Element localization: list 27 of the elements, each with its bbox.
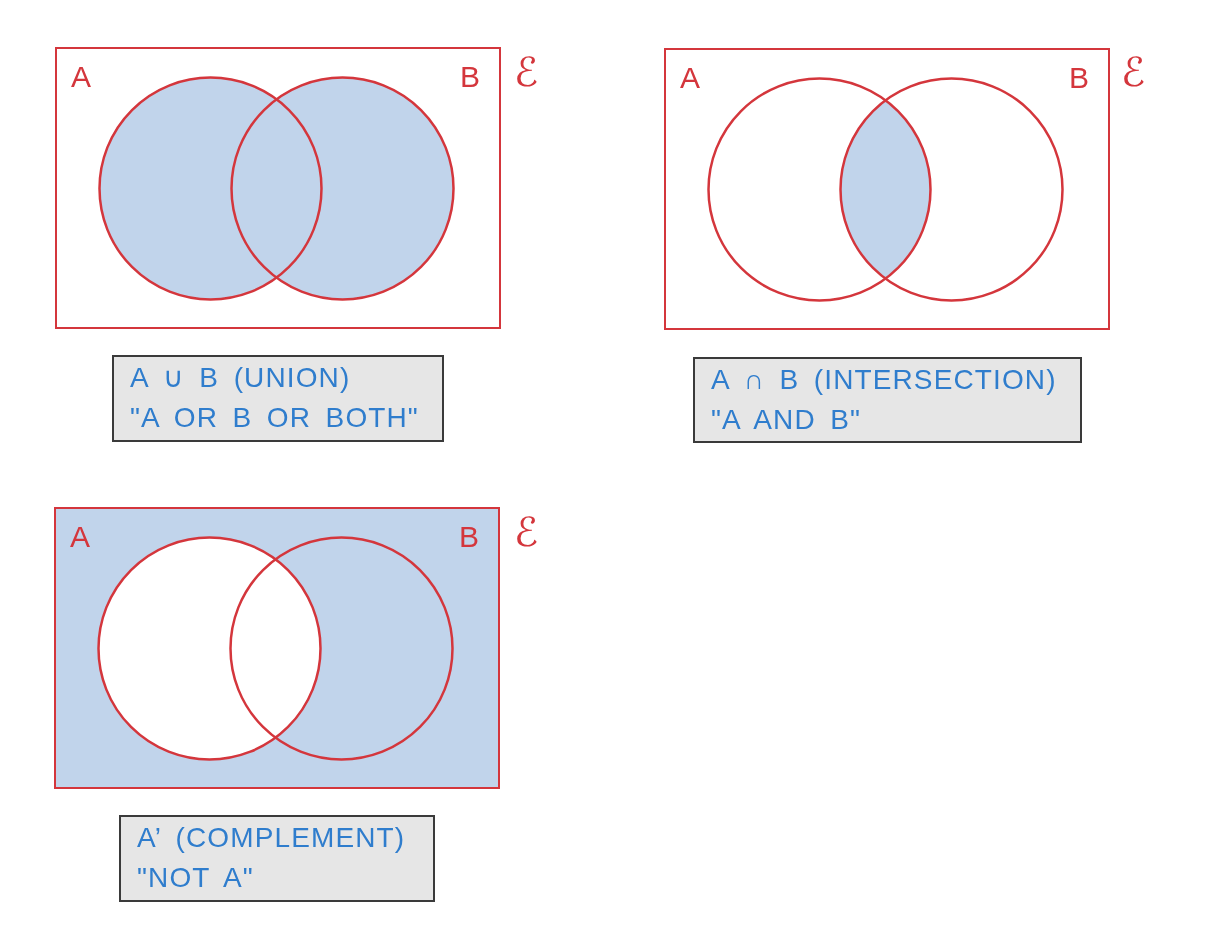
- set-label: B: [460, 62, 480, 92]
- notation-card: [693, 357, 1082, 443]
- set-notation-text: A ∩ B (INTERSECTION): [711, 363, 1057, 397]
- set-notation-text: A’ (COMPLEMENT): [137, 821, 406, 855]
- meaning-text: "A AND B": [711, 403, 862, 437]
- universal-set-symbol: ℰ: [514, 512, 539, 552]
- set-circle: [706, 76, 932, 302]
- meaning-text: "A OR B OR BOTH": [130, 401, 419, 435]
- set-circle: [228, 535, 454, 761]
- set-label: A: [70, 522, 90, 552]
- universal-set-rectangle: [54, 507, 500, 789]
- notation-card: [112, 355, 444, 442]
- set-label: B: [1069, 63, 1089, 93]
- universal-set-symbol: ℰ: [514, 52, 539, 92]
- set-label: A: [71, 62, 91, 92]
- meaning-text: "NOT A": [137, 861, 254, 895]
- set-circle: [97, 75, 323, 301]
- set-circle: [838, 76, 1064, 302]
- universal-set-symbol: ℰ: [1121, 52, 1146, 92]
- set-circle: [96, 535, 322, 761]
- universal-set-rectangle: [664, 48, 1110, 330]
- set-label: A: [680, 63, 700, 93]
- set-circle: [229, 75, 455, 301]
- set-notation-text: A ∪ B (UNION): [130, 361, 351, 395]
- set-label: B: [459, 522, 479, 552]
- notation-card: [119, 815, 435, 902]
- universal-set-rectangle: [55, 47, 501, 329]
